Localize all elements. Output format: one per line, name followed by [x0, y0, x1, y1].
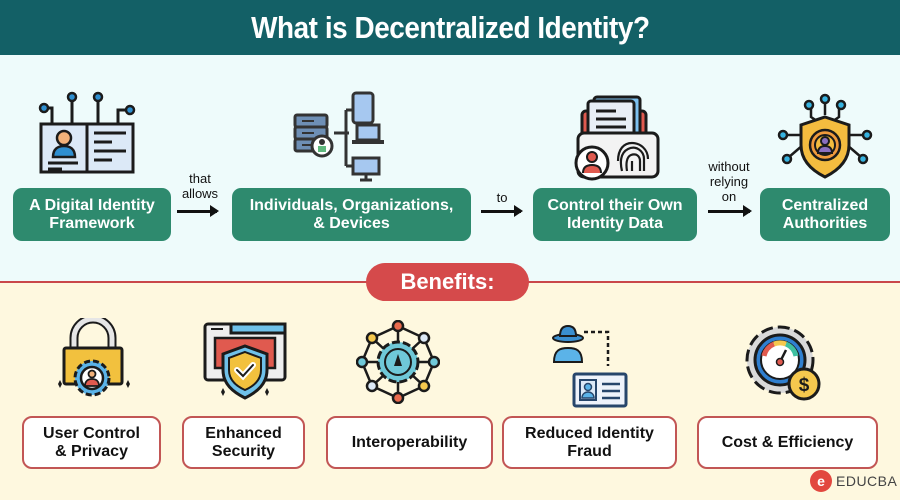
title-banner: What is Decentralized Identity? [0, 0, 900, 55]
flow-step-control-identity-data: Control their Own Identity Data [533, 188, 697, 241]
benefits-heading: Benefits: [366, 263, 529, 301]
benefit-user-control-privacy: User Control & Privacy [22, 416, 161, 469]
benefit-reduced-identity-fraud: Reduced Identity Fraud [502, 416, 677, 469]
flow-step-individuals-organizations-devices: Individuals, Organizations, & Devices [232, 188, 471, 241]
shield-network-icon [777, 93, 873, 179]
arrow-right-icon [481, 205, 523, 217]
flow-step-centralized-authorities: Centralized Authorities [760, 188, 890, 241]
flow-step-digital-identity-framework: A Digital Identity Framework [13, 188, 171, 241]
benefit-enhanced-security: Enhanced Security [182, 416, 305, 469]
hacker-id-card-icon [552, 324, 628, 408]
padlock-gear-user-icon [58, 318, 130, 397]
server-devices-icon [293, 91, 384, 182]
arrow-right-icon [177, 205, 219, 217]
connector-label-without-relying-on: without relying on [708, 159, 750, 204]
connector-label-to: to [496, 190, 508, 205]
svg-text:$: $ [799, 375, 810, 396]
digital-id-card-icon [38, 91, 136, 174]
benefit-cost-efficiency: Cost & Efficiency [697, 416, 878, 469]
brand-name: EDUCBA [836, 473, 898, 489]
page-title: What is Decentralized Identity? [250, 9, 650, 45]
educba-logo: e EDUCBA [810, 470, 897, 492]
fingerprint-folder-icon [574, 95, 660, 181]
connector-label-that-allows: that allows [181, 171, 219, 201]
gear-gauge-dollar-icon: $ [745, 325, 821, 401]
arrow-right-icon [708, 205, 752, 217]
network-gear-icon [356, 320, 440, 404]
definition-section [0, 55, 900, 282]
educba-logo-icon: e [810, 470, 832, 492]
benefit-interoperability: Interoperability [326, 416, 493, 469]
browser-shield-check-icon [203, 322, 287, 400]
